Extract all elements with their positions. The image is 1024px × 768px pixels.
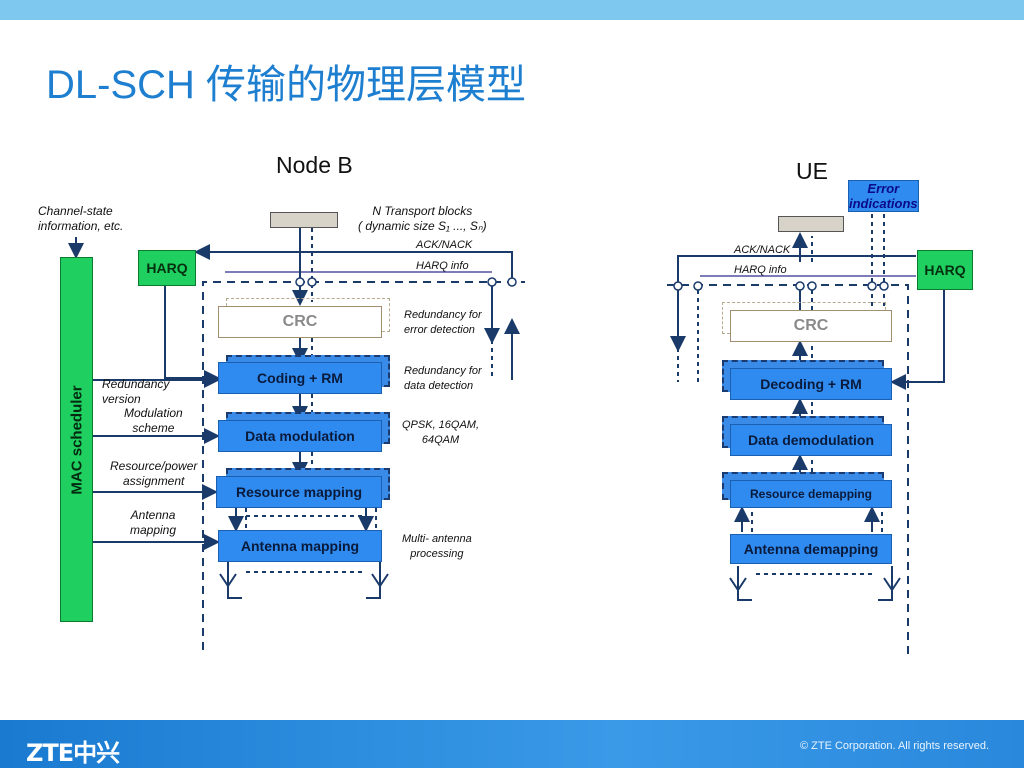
ue-transport-block (778, 216, 844, 232)
mac-scheduler-block: MAC scheduler (60, 257, 93, 622)
antenna-mapping-block: Antenna mapping (218, 530, 382, 562)
node-b-crc-block: CRC (218, 306, 382, 338)
node-b-transport-block (270, 212, 338, 228)
zte-logo: ZTE中兴 (26, 739, 120, 767)
data-modulation-block: Data modulation (218, 420, 382, 452)
ue-harq-block: HARQ (917, 250, 973, 290)
copyright-text: © ZTE Corporation. All rights reserved. (800, 740, 990, 752)
node-b-heading: Node B (276, 152, 353, 178)
coding-rm-block: Coding + RM (218, 362, 382, 394)
ue-crc-block: CRC (730, 310, 892, 342)
top-accent-bar (0, 0, 1024, 20)
qpsk-label: QPSK, 16QAM,64QAM (402, 419, 480, 446)
transport-blocks-label: N Transport blocks( dynamic size S₁ ...,… (358, 204, 487, 233)
data-demodulation-block: Data demodulation (730, 424, 892, 456)
resource-demapping-block: Resource demapping (730, 480, 892, 508)
node-b-harq-block: HARQ (138, 250, 196, 286)
ue-heading: UE (796, 158, 828, 184)
resource-mapping-block: Resource mapping (216, 476, 382, 508)
ue-ack-nack-label: ACK/NACK (734, 244, 791, 256)
page-title: DL-SCH 传输的物理层模型 (46, 63, 527, 107)
mac-scheduler-label: MAC scheduler (68, 384, 85, 495)
ue-harq-info-label: HARQ info (734, 264, 787, 276)
decoding-rm-block: Decoding + RM (730, 368, 892, 400)
diagram-connections (68, 196, 945, 655)
footer-bar (0, 720, 1024, 768)
node-b-harq-info-label: HARQ info (416, 260, 469, 272)
node-b-ack-nack-label: ACK/NACK (416, 239, 473, 251)
antenna-demapping-block: Antenna demapping (730, 534, 892, 564)
